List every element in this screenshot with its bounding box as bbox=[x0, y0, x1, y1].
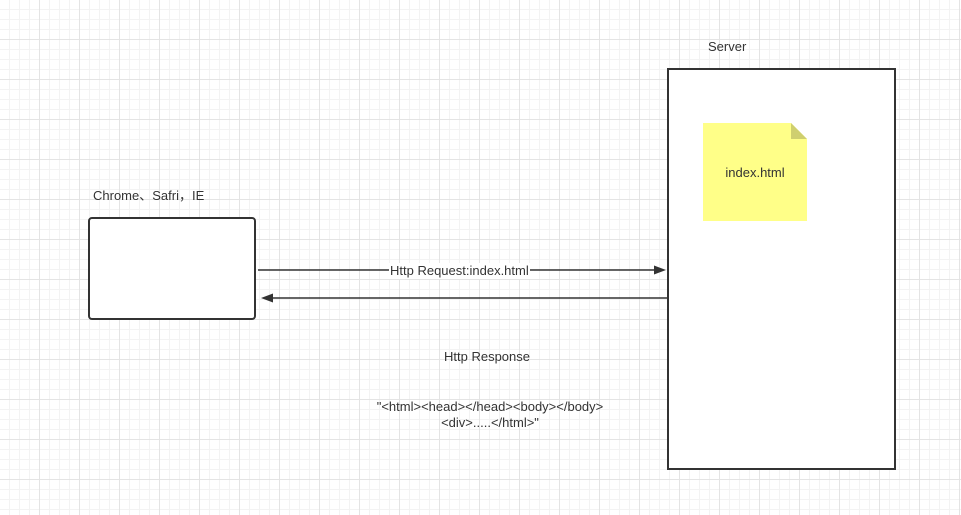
request-label: Http Request:index.html bbox=[389, 263, 530, 279]
response-label: Http Response bbox=[444, 349, 530, 364]
client-label: Chrome、Safri，IE bbox=[93, 188, 205, 203]
client-browser-box[interactable] bbox=[88, 217, 256, 320]
response-body-line-2: <div>.....</html>" bbox=[441, 415, 539, 430]
response-body-line-1: "<html><head></head><body></body> bbox=[376, 399, 604, 414]
note-label: index.html bbox=[725, 165, 785, 180]
index-html-note[interactable]: index.html bbox=[703, 123, 807, 221]
response-body-text: "<html><head></head><body></body> <div>.… bbox=[330, 399, 650, 431]
response-arrow[interactable] bbox=[261, 293, 667, 303]
note-shape bbox=[703, 123, 807, 221]
server-label: Server bbox=[708, 39, 747, 54]
